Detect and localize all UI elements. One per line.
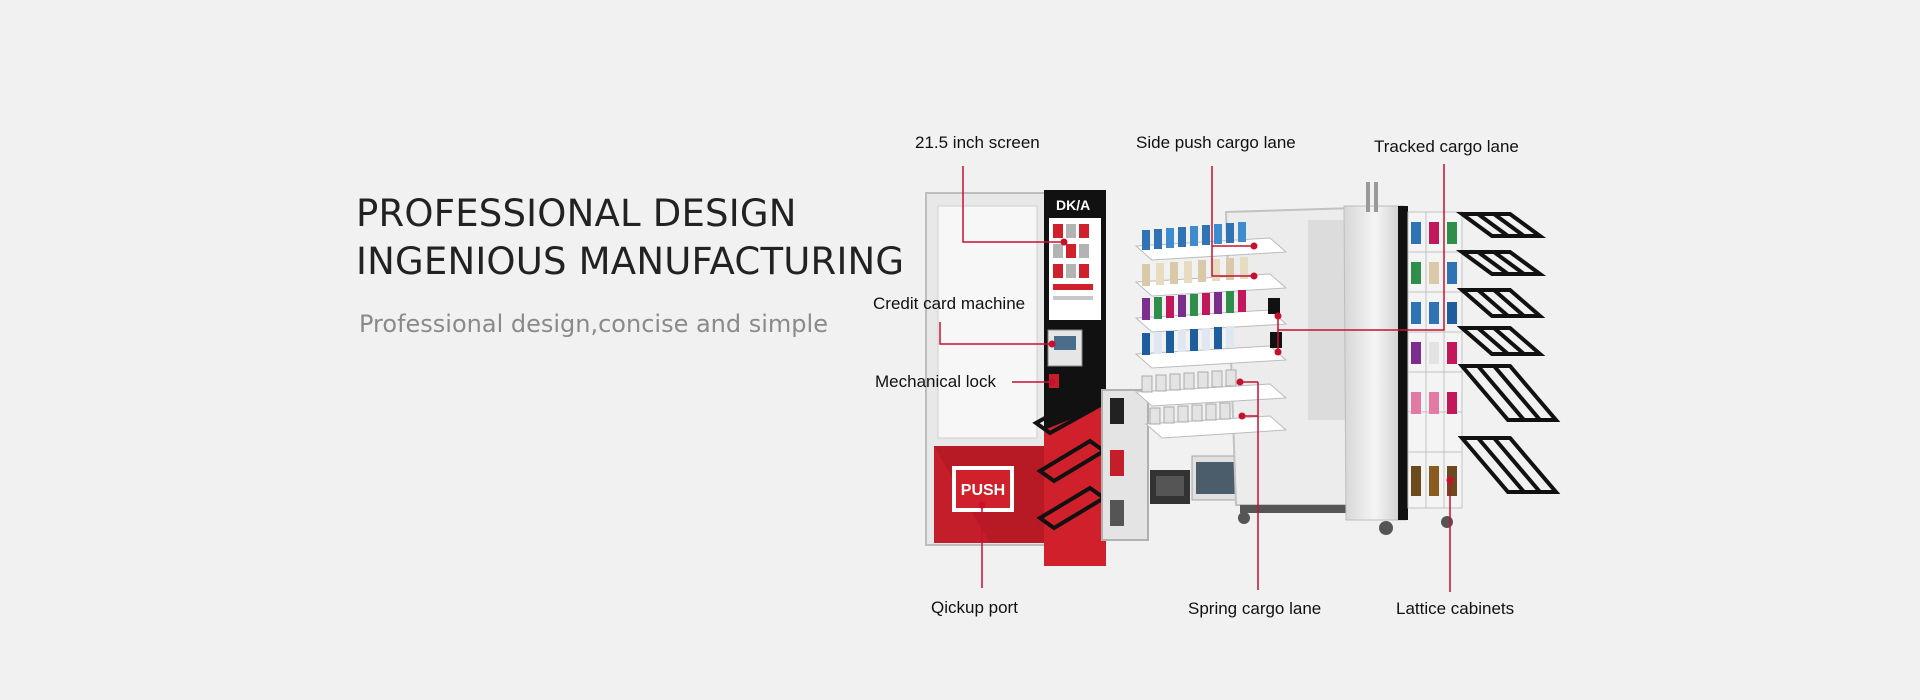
shelf-row-6 — [1144, 402, 1288, 439]
brand-logo: DK/A — [1056, 197, 1090, 213]
leader-dots — [978, 238, 1454, 509]
callout-lattice-cabinets: Lattice cabinets — [1396, 599, 1515, 618]
pickup-flap: PUSH — [952, 466, 1014, 512]
middle-module — [1101, 389, 1241, 541]
shelf-row-1 — [1134, 222, 1288, 261]
callout-spring-lane: Spring cargo lane — [1188, 599, 1322, 618]
side-column — [1343, 182, 1408, 521]
shelf-row-3 — [1134, 290, 1288, 333]
callout-pickup-port: Qickup port — [931, 598, 1018, 617]
lattice-frames — [1455, 212, 1561, 494]
callout-screen: 21.5 inch screen — [915, 133, 1040, 152]
callout-tracked-lane: Tracked cargo lane — [1374, 137, 1519, 156]
headline-line-2: INGENIOUS MANUFACTURING — [356, 240, 905, 283]
headline-line-1: PROFESSIONAL DESIGN — [356, 192, 797, 235]
leader-lines — [939, 164, 1451, 592]
hero-headline: PROFESSIONAL DESIGN INGENIOUS MANUFACTUR… — [356, 190, 904, 286]
product-shelves — [1134, 222, 1288, 439]
shelf-row-4 — [1134, 326, 1288, 369]
push-label: PUSH — [961, 482, 1005, 499]
hero-text-block: PROFESSIONAL DESIGN INGENIOUS MANUFACTUR… — [356, 190, 904, 338]
hero-subtitle: Professional design,concise and simple — [359, 310, 828, 338]
callout-credit-card-machine: Credit card machine — [873, 294, 1026, 313]
callout-side-push-lane: Side push cargo lane — [1136, 133, 1296, 152]
lattice-cabinet — [1407, 211, 1463, 509]
callout-mechanical-lock: Mechanical lock — [875, 372, 996, 391]
shelf-row-5 — [1134, 369, 1288, 407]
